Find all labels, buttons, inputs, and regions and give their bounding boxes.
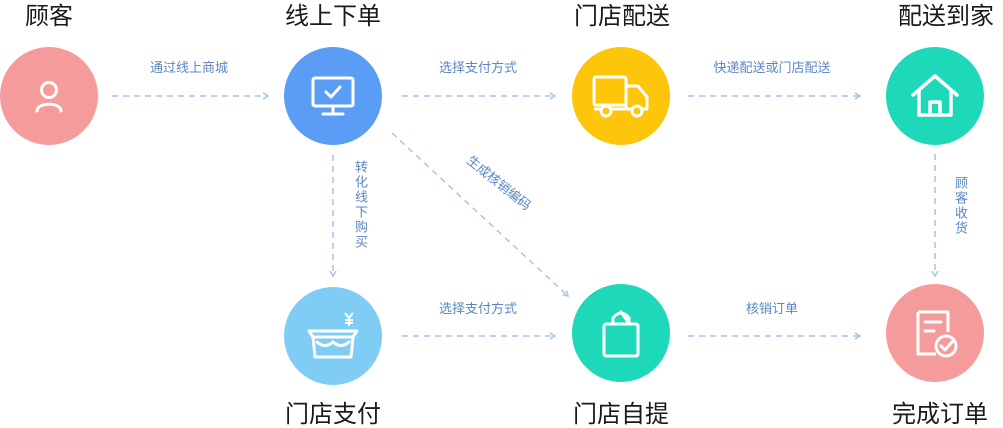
node-title-home-delivery: 配送到家 (898, 2, 994, 30)
node-store-pickup (572, 284, 670, 382)
node-title-store-pickup: 门店自提 (573, 400, 669, 428)
truck-icon (592, 75, 649, 118)
node-store-pay (284, 287, 382, 385)
node-store-delivery (572, 47, 670, 145)
node-customer (0, 47, 98, 145)
shopping-bag-icon (602, 310, 640, 358)
basket-yen-icon (307, 312, 359, 359)
node-order-complete (886, 284, 984, 382)
node-title-store-pay: 门店支付 (285, 400, 381, 428)
edge-label-online-to-delivery: 选择支付方式 (438, 61, 518, 76)
edge-label-pay-to-pickup: 选择支付方式 (438, 302, 518, 317)
edge-label-pickup-to-complete: 核销订单 (745, 302, 799, 317)
edge-label-home-to-complete: 顾客收货 (952, 176, 967, 236)
edge-label-customer-to-online: 通过线上商城 (149, 61, 229, 76)
node-home-delivery (886, 47, 984, 145)
user-icon (35, 81, 63, 113)
edge-label-online-to-pay: 转化线下购买 (352, 160, 367, 250)
edge-label-delivery-to-home: 快递配送或门店配送 (713, 61, 831, 76)
node-title-store-delivery: 门店配送 (574, 2, 670, 30)
edge-online-to-pickup (391, 132, 570, 297)
node-title-online-order: 线上下单 (285, 2, 381, 30)
monitor-check-icon (311, 76, 355, 116)
node-online-order (284, 47, 382, 145)
node-title-order-complete: 完成订单 (892, 400, 988, 428)
receipt-check-icon (916, 310, 958, 358)
node-title-customer: 顾客 (25, 2, 73, 30)
house-icon (911, 74, 959, 117)
